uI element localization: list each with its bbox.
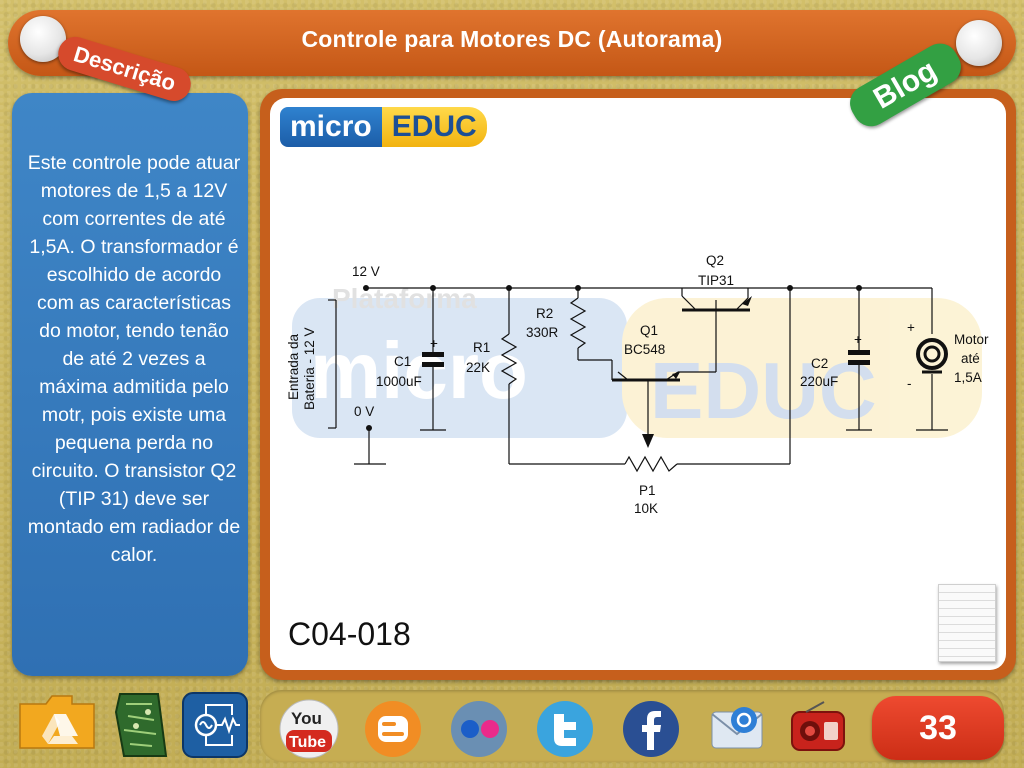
description-text: Este controle pode atuar motores de 1,5 …: [27, 152, 241, 566]
label-r1: R1: [473, 340, 490, 355]
label-c1: C1: [394, 354, 411, 369]
youtube-icon[interactable]: You Tube: [278, 698, 340, 760]
flickr-icon[interactable]: [446, 698, 512, 760]
c2-plus: +: [854, 332, 862, 347]
title-bar: [8, 10, 1016, 76]
motor-minus: -: [907, 376, 912, 391]
label-c1-value: 1000uF: [376, 374, 422, 389]
watermark-micro: micro: [310, 326, 528, 415]
label-motor-2: até: [961, 351, 980, 366]
label-r2-value: 330R: [526, 325, 559, 340]
logo-micro: micro: [280, 107, 382, 147]
label-q1-value: BC548: [624, 342, 665, 357]
label-input-2: Bateria - 12 V: [302, 327, 317, 410]
c1-plus: +: [430, 336, 438, 351]
label-motor-1: Motor: [954, 332, 989, 347]
right-knob-icon: [956, 20, 1002, 66]
page-number-badge[interactable]: 33: [872, 696, 1004, 760]
logo-micro-text: micro: [290, 110, 372, 143]
page-title: Controle para Motores DC (Autorama): [301, 26, 723, 52]
label-r1-value: 22K: [466, 360, 490, 375]
label-q2-value: TIP31: [698, 273, 734, 288]
circuit-board-icon[interactable]: [112, 690, 170, 760]
radio-icon[interactable]: [788, 698, 848, 760]
circuit-app-icon[interactable]: [182, 692, 248, 758]
label-c2: C2: [811, 356, 828, 371]
youtube-label-top: You: [291, 709, 322, 728]
label-q2: Q2: [706, 253, 724, 268]
label-motor-3: 1,5A: [954, 370, 982, 385]
email-icon[interactable]: [704, 698, 770, 760]
twitter-icon[interactable]: [532, 698, 598, 760]
circuit-code: C04-018: [288, 616, 411, 652]
facebook-icon[interactable]: [618, 698, 684, 760]
motor-plus: +: [907, 320, 915, 335]
label-p1: P1: [639, 483, 656, 498]
label-0v: 0 V: [354, 404, 374, 419]
label-c2-value: 220uF: [800, 374, 838, 389]
circuit-schematic: Plataforma micro EDUC: [286, 253, 989, 516]
blogger-icon[interactable]: [360, 698, 426, 760]
watermark: Plataforma micro EDUC: [292, 283, 982, 438]
label-r2: R2: [536, 306, 553, 321]
label-12v: 12 V: [352, 264, 380, 279]
logo-educ: EDUC: [381, 107, 487, 147]
microeduc-logo: micro EDUC: [280, 104, 487, 150]
label-p1-value: 10K: [634, 501, 658, 516]
label-q1: Q1: [640, 323, 658, 338]
content-area: micro EDUC Plataforma micro EDUC: [270, 98, 1006, 670]
label-input-1: Entrada da: [286, 333, 301, 400]
notes-icon[interactable]: [938, 584, 996, 662]
watermark-educ: EDUC: [650, 346, 877, 435]
drive-icon[interactable]: [14, 692, 100, 754]
description-panel: Este controle pode atuar motores de 1,5 …: [12, 93, 248, 676]
youtube-label-bottom: Tube: [289, 734, 326, 751]
